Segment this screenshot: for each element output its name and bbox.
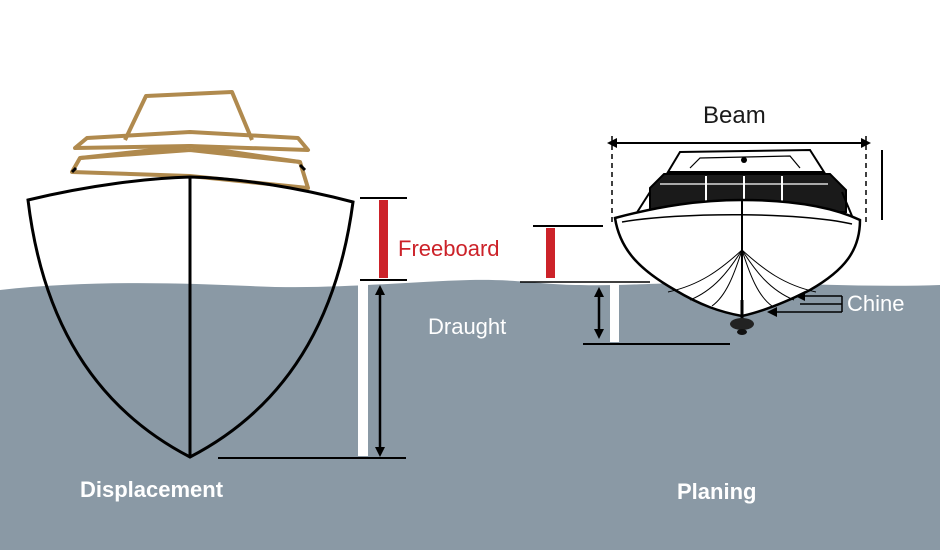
planing-caption: Planing [677, 479, 757, 504]
planing-boat [613, 148, 862, 335]
displacement-measurements [218, 197, 407, 459]
draught-label: Draught [428, 314, 507, 339]
planing-draught-marker-bar [610, 284, 619, 342]
displacement-hull [26, 175, 355, 459]
water-surface [0, 279, 940, 550]
beam-dimension [607, 136, 883, 222]
freeboard-marker [379, 200, 388, 278]
chine-label: Chine [847, 291, 905, 316]
chine-pointers [767, 291, 843, 317]
displacement-caption: Displacement [80, 477, 224, 502]
freeboard-label: Freeboard [398, 236, 500, 261]
draught-marker-bar [358, 284, 368, 456]
displacement-boat [26, 90, 355, 459]
displacement-superstructure [70, 90, 310, 190]
planing-freeboard-marker [546, 228, 555, 278]
planing-measurements [520, 225, 730, 345]
beam-label: Beam [703, 102, 766, 129]
